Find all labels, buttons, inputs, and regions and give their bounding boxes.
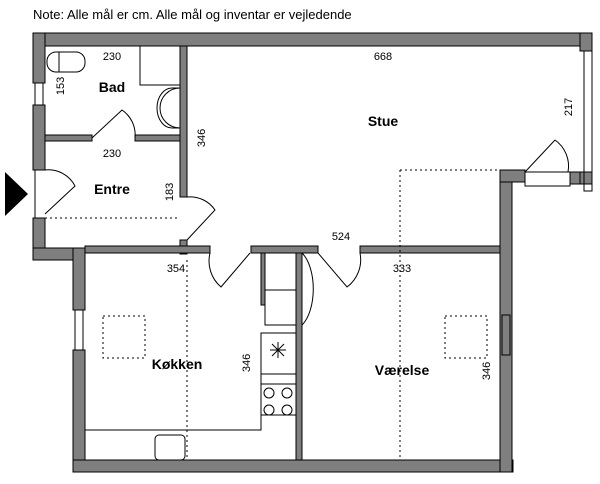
room-label-bad: Bad [99,79,125,95]
room-label-vaerelse: Værelse [375,362,430,378]
dim-bad-depth: 153 [55,77,67,95]
room-label-stue: Stue [368,113,399,129]
dim-entre-width: 230 [103,148,121,160]
kokken-door [208,252,251,288]
window-bad [34,82,44,106]
balcony-door [524,171,571,187]
entre-door [186,196,216,241]
shower [139,46,180,86]
bath-sink-icon [156,87,181,129]
dim-stue-depth-left: 346 [196,129,208,147]
dim-bad-width: 230 [103,51,121,63]
fan-icon [270,342,286,358]
fixtures [45,46,500,461]
bad-door [91,109,136,139]
kitchen-worktop [85,415,262,431]
dim-stue-width: 668 [374,51,392,63]
kitchen-sink-icon [154,434,186,461]
window-vaerelse [501,314,511,356]
window-stue [583,50,593,192]
balcony-door-swing [524,139,570,173]
stove-icon [263,387,293,416]
vaerelse-door [317,252,362,288]
dim-kokken-width: 354 [167,263,185,275]
toilet-icon [46,51,86,73]
closet-door [301,252,314,327]
room-label-entre: Entre [94,181,130,197]
ceiling-light-kokken [102,315,146,359]
dim-vaerelse-depth: 346 [481,362,493,380]
dim-stue-depth-right: 217 [563,98,575,116]
window-kokken [74,309,84,351]
dim-entre-depth: 183 [164,183,176,201]
room-label-kokken: Køkken [152,356,203,372]
dim-kokken-depth: 346 [241,354,253,372]
dim-stue-inner-width: 524 [332,231,350,243]
closet [264,252,297,326]
ceiling-light-vaerelse [444,315,488,359]
doors [34,109,570,327]
dim-vaerelse-width: 333 [393,263,411,275]
plan-note: Note: Alle mål er cm. Alle mål og invent… [33,7,352,22]
walls [32,32,593,473]
entrance-arrow-icon [5,172,28,216]
entrance-door [34,169,76,218]
windows [34,50,593,356]
